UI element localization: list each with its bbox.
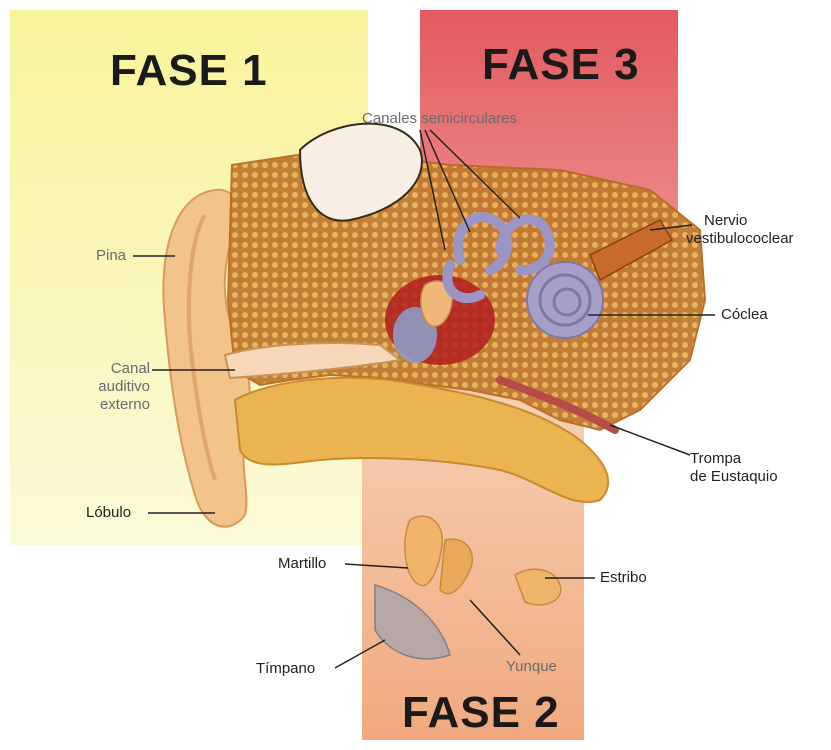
fase2-title: FASE 2 [402, 688, 560, 738]
label-trompa-line2: de Eustaquio [690, 468, 778, 486]
label-canal-auditivo-externo: Canal auditivo externo [66, 360, 150, 414]
label-estribo: Estribo [600, 569, 647, 587]
label-canal-line2: auditivo [66, 378, 150, 396]
label-timpano: Tímpano [256, 660, 315, 678]
label-martillo: Martillo [278, 555, 326, 573]
label-pina: Pina [96, 247, 126, 265]
label-trompa-de-eustaquio: Trompa de Eustaquio [690, 450, 778, 486]
fase3-title: FASE 3 [482, 40, 640, 90]
fase1-title: FASE 1 [110, 46, 268, 96]
label-coclea: Cóclea [721, 306, 768, 324]
label-nervio-line1: Nervio [686, 212, 794, 230]
label-nervio-vestibulococlear: Nervio vestibulococlear [686, 212, 794, 248]
label-trompa-line1: Trompa [690, 450, 778, 468]
label-canal-line1: Canal [66, 360, 150, 378]
label-lobulo: Lóbulo [86, 504, 131, 522]
label-canal-line3: externo [66, 396, 150, 414]
label-nervio-line2: vestibulococlear [686, 230, 794, 248]
label-canales-semicirculares: Canales semicirculares [362, 110, 517, 128]
cochlea [527, 262, 603, 338]
label-yunque: Yunque [506, 658, 557, 676]
